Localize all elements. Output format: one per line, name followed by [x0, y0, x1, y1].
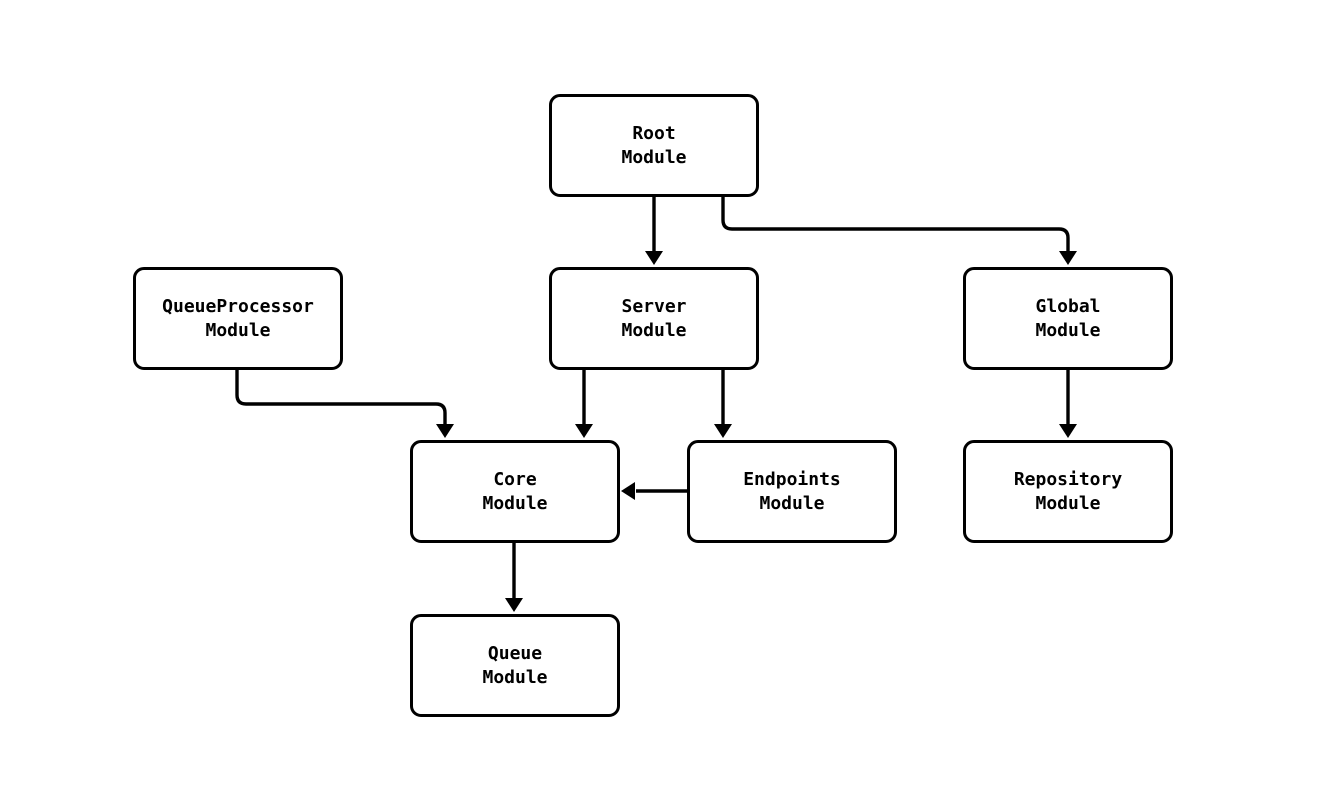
edge-queueprocessor-to-core	[235, 370, 454, 438]
edge-root-to-server	[645, 197, 663, 265]
edge-global-to-repository	[1059, 370, 1077, 438]
arrowhead-server-to-core	[575, 424, 593, 438]
node-queueprocessor[interactable]: QueueProcessor Module	[133, 267, 343, 370]
arrowhead-server-to-endpoints	[714, 424, 732, 438]
node-root[interactable]: Root Module	[549, 94, 759, 197]
node-server-label-line1: Server	[621, 296, 687, 318]
node-root-label-line2: Module	[621, 146, 687, 168]
node-endpoints-label-line1: Endpoints	[743, 469, 841, 491]
node-global-label-line2: Module	[1035, 319, 1101, 341]
node-endpoints[interactable]: Endpoints Module	[687, 440, 897, 543]
node-queueprocessor-label-line2: Module	[205, 319, 271, 341]
node-core[interactable]: Core Module	[410, 440, 620, 543]
node-server[interactable]: Server Module	[549, 267, 759, 370]
node-repository-label-line1: Repository	[1013, 469, 1123, 491]
node-core-label-line2: Module	[482, 492, 548, 514]
arrowhead-root-to-global	[1059, 251, 1077, 265]
node-server-label-line2: Module	[621, 319, 687, 341]
edge-server-to-core	[575, 370, 593, 438]
node-repository-label-line2: Module	[1035, 492, 1101, 514]
edge-root-to-global	[721, 197, 1077, 265]
node-queue[interactable]: Queue Module	[410, 614, 620, 717]
node-root-label-line1: Root	[632, 123, 676, 145]
arrowhead-endpoints-to-core	[621, 482, 635, 500]
node-repository[interactable]: Repository Module	[963, 440, 1173, 543]
arrowhead-global-to-repository	[1059, 424, 1077, 438]
node-queue-label-line2: Module	[482, 666, 548, 688]
arrowhead-root-to-server	[645, 251, 663, 265]
arrowhead-core-to-queue	[505, 598, 523, 612]
edge-core-to-queue	[505, 543, 523, 612]
arrowhead-queueprocessor-to-core	[436, 424, 454, 438]
node-core-label-line1: Core	[493, 469, 537, 491]
node-queueprocessor-label-line1: QueueProcessor	[162, 296, 314, 318]
edge-server-to-endpoints	[714, 370, 732, 438]
node-global[interactable]: Global Module	[963, 267, 1173, 370]
edge-endpoints-to-core	[621, 482, 687, 500]
node-global-label-line1: Global	[1035, 296, 1101, 318]
node-queue-label-line1: Queue	[487, 643, 543, 665]
node-endpoints-label-line2: Module	[759, 492, 825, 514]
